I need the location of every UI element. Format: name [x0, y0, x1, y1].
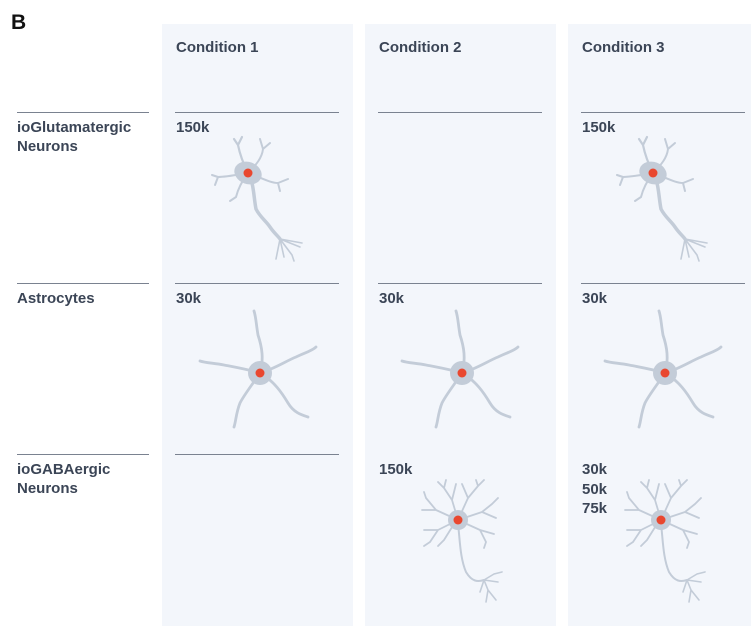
column-header-1: Condition 1 [176, 39, 259, 56]
row-divider [581, 283, 745, 284]
row-divider [17, 454, 149, 455]
gabaergic-neuron-icon [624, 479, 706, 603]
row-label-astrocytes: Astrocytes [17, 290, 95, 307]
row-divider [175, 454, 339, 455]
row-label-gabaergic: ioGABAergic Neurons [17, 461, 111, 497]
gabaergic-neuron-icon [421, 479, 503, 603]
row-divider [378, 112, 542, 113]
cell-quantity: 150k [176, 119, 210, 136]
column-header-3: Condition 3 [582, 39, 665, 56]
astrocyte-icon [603, 309, 723, 429]
cell-quantity: 30k [582, 290, 608, 307]
cell-quantity: 50k [582, 480, 608, 498]
row-divider [175, 283, 339, 284]
row-divider [17, 112, 149, 113]
row-label-glutamatergic: ioGlutamatergic Neurons [17, 119, 132, 155]
row-divider [378, 283, 542, 284]
row-divider [17, 283, 149, 284]
cell-quantity: 30k [582, 461, 608, 478]
row-divider [581, 112, 745, 113]
glutamatergic-neuron-icon [210, 135, 304, 263]
cell-quantity-list: 30k 50k 75k [582, 460, 607, 519]
cell-quantity: 30k [176, 290, 202, 307]
condition-column-3: Condition 3 [568, 24, 751, 626]
condition-column-2: Condition 2 [365, 24, 556, 626]
column-header-2: Condition 2 [379, 39, 462, 56]
cell-quantity: 30k [379, 290, 405, 307]
cell-quantity: 150k [582, 119, 616, 136]
panel-label: B [11, 11, 27, 34]
astrocyte-icon [400, 309, 520, 429]
cell-quantity: 75k [582, 500, 608, 517]
cell-quantity: 150k [379, 461, 413, 478]
glutamatergic-neuron-icon [615, 135, 709, 263]
row-divider [175, 112, 339, 113]
astrocyte-icon [198, 309, 318, 429]
